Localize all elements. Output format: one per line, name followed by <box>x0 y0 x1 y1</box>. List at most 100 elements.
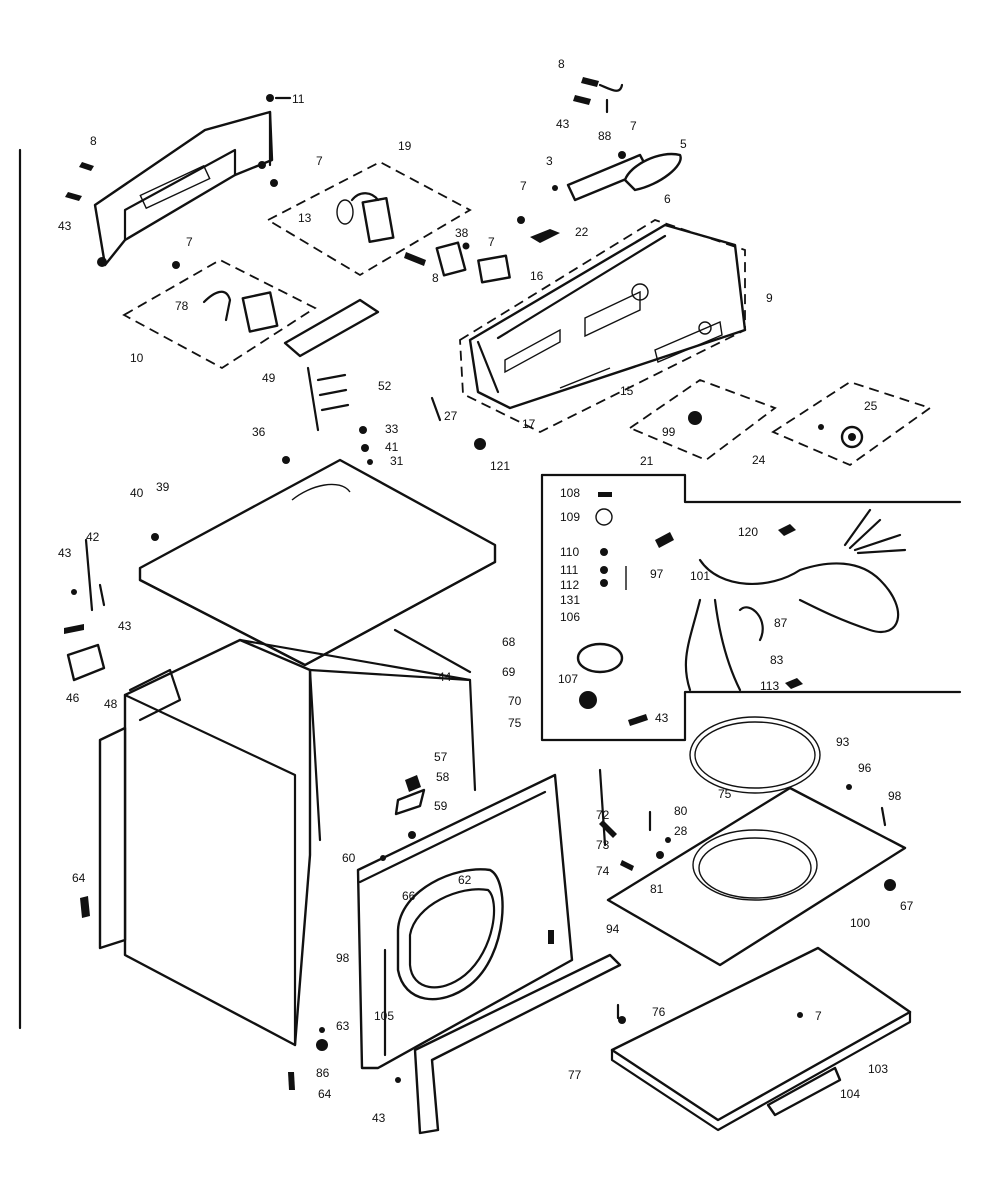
part-label: 8 <box>90 134 97 148</box>
part-label: 62 <box>458 873 472 887</box>
part-label: 104 <box>840 1087 860 1101</box>
part-label: 5 <box>680 137 687 151</box>
part-label: 80 <box>674 804 688 818</box>
part-label: 64 <box>72 871 86 885</box>
part-label: 98 <box>888 789 902 803</box>
kit-19-outline <box>266 160 472 277</box>
part-label: 108 <box>560 486 580 500</box>
part-label: 43 <box>372 1111 386 1125</box>
part-label: 106 <box>560 610 580 624</box>
part-label: 33 <box>385 422 399 436</box>
part-label: 94 <box>606 922 620 936</box>
part-label: 43 <box>58 546 72 560</box>
part-label: 13 <box>298 211 312 225</box>
console-housing-9 <box>459 219 747 434</box>
part-label: 73 <box>596 838 610 852</box>
screws-top-right <box>517 77 682 243</box>
part-label: 9 <box>766 291 773 305</box>
part-labels: 8 11 43 7 19 13 7 78 10 49 38 8 7 16 52 … <box>58 57 914 1125</box>
part-label: 15 <box>620 384 634 398</box>
kit-10-outline <box>122 258 317 370</box>
part-label: 44 <box>438 670 452 684</box>
feet-86-64 <box>288 1027 401 1090</box>
lid-hinge-parts <box>598 768 671 871</box>
part-label: 93 <box>836 735 850 749</box>
part-label: 39 <box>156 480 170 494</box>
part-label: 99 <box>662 425 676 439</box>
part-label: 28 <box>674 824 688 838</box>
kit-24-outline <box>771 381 932 467</box>
part-label: 70 <box>508 694 522 708</box>
part-label: 107 <box>558 672 578 686</box>
part-label: 40 <box>130 486 144 500</box>
part-label: 113 <box>760 679 779 693</box>
wiring-inset <box>540 473 962 742</box>
part-label: 131 <box>560 593 580 607</box>
part-label: 75 <box>718 787 732 801</box>
part-label: 112 <box>560 578 579 592</box>
part-label: 83 <box>770 653 784 667</box>
label-plate-49 <box>283 298 380 358</box>
part-label: 24 <box>752 453 766 467</box>
part-label: 59 <box>434 799 448 813</box>
part-label: 7 <box>630 119 637 133</box>
part-label: 58 <box>436 770 450 784</box>
part-label: 8 <box>558 57 565 71</box>
part-label: 22 <box>575 225 589 239</box>
hinge-57-58-59 <box>380 775 426 861</box>
switch-38 <box>404 241 511 284</box>
part-label: 67 <box>900 899 914 913</box>
part-label: 60 <box>342 851 356 865</box>
part-label: 109 <box>560 510 580 524</box>
part-label: 63 <box>336 1019 350 1033</box>
part-label: 3 <box>546 154 553 168</box>
part-label: 105 <box>374 1009 394 1023</box>
part-label: 16 <box>530 269 544 283</box>
part-label: 68 <box>502 635 516 649</box>
part-label: 120 <box>738 525 758 539</box>
base-plate-100 <box>606 784 907 967</box>
part-label: 17 <box>522 417 536 431</box>
part-label: 38 <box>455 226 469 240</box>
part-label: 64 <box>318 1087 332 1101</box>
part-label: 7 <box>186 235 193 249</box>
part-label: 88 <box>598 129 612 143</box>
part-label: 36 <box>252 425 266 439</box>
part-label: 86 <box>316 1066 330 1080</box>
part-label: 97 <box>650 567 664 581</box>
harness-52 <box>306 366 442 465</box>
kit-21-outline <box>628 378 777 462</box>
part-label: 110 <box>560 545 579 559</box>
part-label: 81 <box>650 882 664 896</box>
bracket-46 <box>64 538 106 918</box>
part-label: 21 <box>640 454 654 468</box>
control-panel-bracket <box>65 94 292 267</box>
part-label: 43 <box>655 711 669 725</box>
part-label: 43 <box>118 619 132 633</box>
part-label: 76 <box>652 1005 666 1019</box>
tub-ring-93 <box>689 716 821 794</box>
part-label: 96 <box>858 761 872 775</box>
part-label: 48 <box>104 697 118 711</box>
part-label: 77 <box>568 1068 582 1082</box>
part-label: 121 <box>490 459 510 473</box>
part-label: 103 <box>868 1062 888 1076</box>
part-label: 75 <box>508 716 522 730</box>
part-label: 49 <box>262 371 276 385</box>
part-label: 6 <box>664 192 671 206</box>
part-label: 42 <box>86 530 100 544</box>
part-label: 41 <box>385 440 399 454</box>
part-label: 31 <box>390 454 404 468</box>
part-label: 11 <box>292 92 305 106</box>
hinge-76-77 <box>616 1003 626 1024</box>
part-label: 27 <box>444 409 458 423</box>
part-label: 87 <box>774 616 788 630</box>
cabinet-body <box>123 628 477 1047</box>
part-label: 43 <box>556 117 570 131</box>
part-label: 98 <box>336 951 350 965</box>
lid-103 <box>610 946 912 1132</box>
part-label: 52 <box>378 379 392 393</box>
part-label: 69 <box>502 665 516 679</box>
part-label: 7 <box>488 235 495 249</box>
part-label: 101 <box>690 569 710 583</box>
